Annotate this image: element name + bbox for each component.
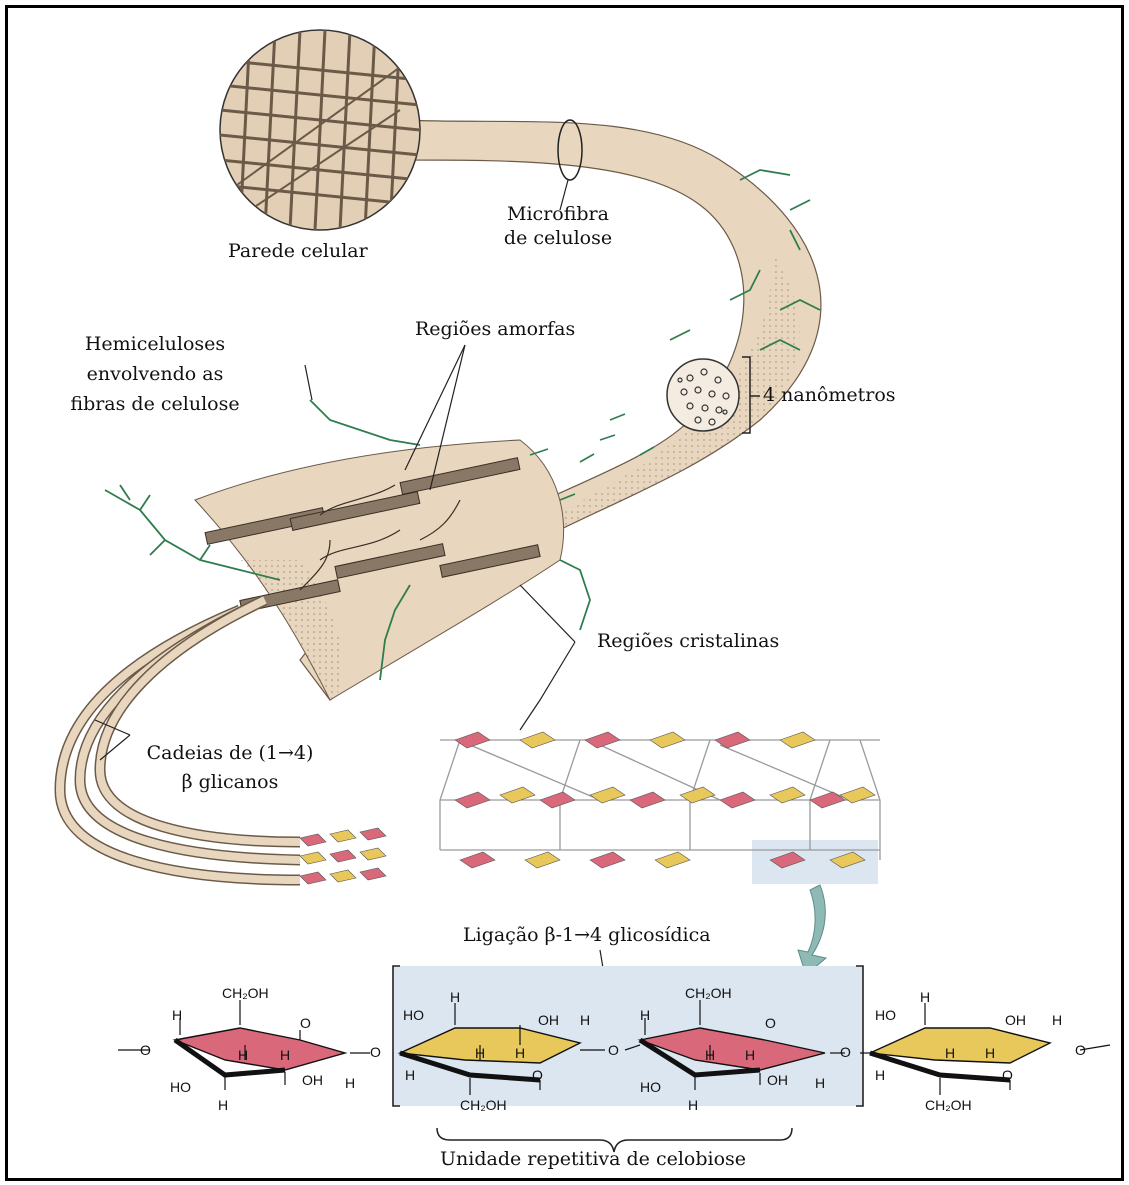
glucan-chains [60, 600, 300, 880]
zoom-arrow [798, 885, 826, 975]
chem-oh: OH [538, 1012, 559, 1028]
chem-h: H [875, 1067, 885, 1083]
chem-h: H [705, 1047, 715, 1063]
cell-wall-label: Parede celular [228, 240, 368, 263]
chem-h: H [580, 1012, 590, 1028]
microfibril-label-line2: de celulose [478, 227, 638, 250]
chem-h: H [815, 1075, 825, 1091]
chem-o: O [370, 1044, 381, 1060]
chem-h: H [450, 989, 460, 1005]
chem-h: H [475, 1045, 485, 1061]
chem-ho: HO [170, 1079, 191, 1095]
chem-h: H [920, 989, 930, 1005]
chem-ch2oh: CH₂OH [925, 1097, 972, 1113]
chem-ho: HO [875, 1007, 896, 1023]
chem-oh: OH [1005, 1012, 1026, 1028]
chem-ho: HO [403, 1007, 424, 1023]
chem-o: O [300, 1015, 311, 1031]
chem-h: H [515, 1045, 525, 1061]
chem-h: H [172, 1007, 182, 1023]
chem-ch2oh: CH₂OH [222, 985, 269, 1001]
microfibril-label-line1: Microfibra [478, 203, 638, 226]
hemicellulose-label-line2: envolvendo as [55, 363, 255, 386]
chem-ch2oh: CH₂OH [460, 1097, 507, 1113]
cellobiose-unit-label: Unidade repetitiva de celobiose [440, 1148, 746, 1171]
chem-h: H [688, 1097, 698, 1113]
chem-o: O [1002, 1067, 1013, 1083]
chem-ho: HO [640, 1079, 661, 1095]
chem-h: H [640, 1007, 650, 1023]
crystalline-regions-label: Regiões cristalinas [597, 630, 779, 653]
chem-h: H [405, 1067, 415, 1083]
chem-h: H [238, 1047, 248, 1063]
chem-h: H [280, 1047, 290, 1063]
chem-o: O [840, 1044, 851, 1060]
chem-oh: OH [767, 1072, 788, 1088]
chem-o: O [608, 1042, 619, 1058]
chains-label-line2: β glicanos [120, 771, 340, 794]
chem-h: H [345, 1075, 355, 1091]
chem-ch2oh: CH₂OH [685, 985, 732, 1001]
chem-oh: OH [302, 1072, 323, 1088]
glycosidic-bond-label: Ligação β-1→4 glicosídica [463, 924, 711, 947]
hemicellulose-label-line1: Hemiceluloses [55, 333, 255, 356]
chem-h: H [985, 1045, 995, 1061]
chem-o: O [140, 1042, 151, 1058]
chem-h: H [745, 1047, 755, 1063]
nanometer-label: 4 nanômetros [763, 384, 896, 407]
crystal-lattice [440, 732, 880, 884]
amorphous-regions-label: Regiões amorfas [415, 318, 575, 341]
chem-o: O [1075, 1042, 1086, 1058]
chem-o: O [765, 1015, 776, 1031]
chain-ends [300, 828, 386, 884]
chem-o: O [532, 1067, 543, 1083]
hemicellulose-label-line3: fibras de celulose [55, 393, 255, 416]
chem-h: H [945, 1045, 955, 1061]
chem-h: H [1052, 1012, 1062, 1028]
chem-h: H [218, 1097, 228, 1113]
chains-label-line1: Cadeias de (1→4) [120, 742, 340, 765]
